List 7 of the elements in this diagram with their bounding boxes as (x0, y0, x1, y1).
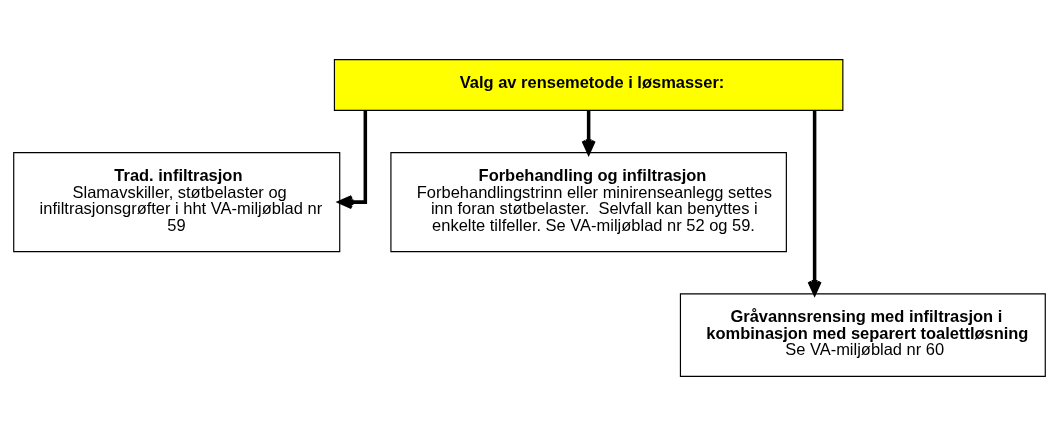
arrow (807, 109, 822, 295)
arrow (581, 109, 596, 154)
arrow (338, 109, 368, 209)
node-box: Gråvannsrensing med infiltrasjon i kombinasjon med separert toalettløsning Se VA-miljøblad nr 60 (679, 292, 1046, 377)
node-box: Valg av rensemetode i løsmasser: (333, 58, 844, 111)
node-box: Trad. infiltrasjon Slamavskiller, støtbelaster og infiltrasjonsgrøfter i hht VA-miljøblad nr 59 (13, 151, 341, 252)
node-box: Forbehandling og infiltrasjon Forbehandlingstrinn eller minirenseanlegg settes inn foran støtbelaster. Selvfall kan benyttes i enkelte tilfeller. Se VA-miljøblad nr 52 og 59. (390, 151, 787, 252)
